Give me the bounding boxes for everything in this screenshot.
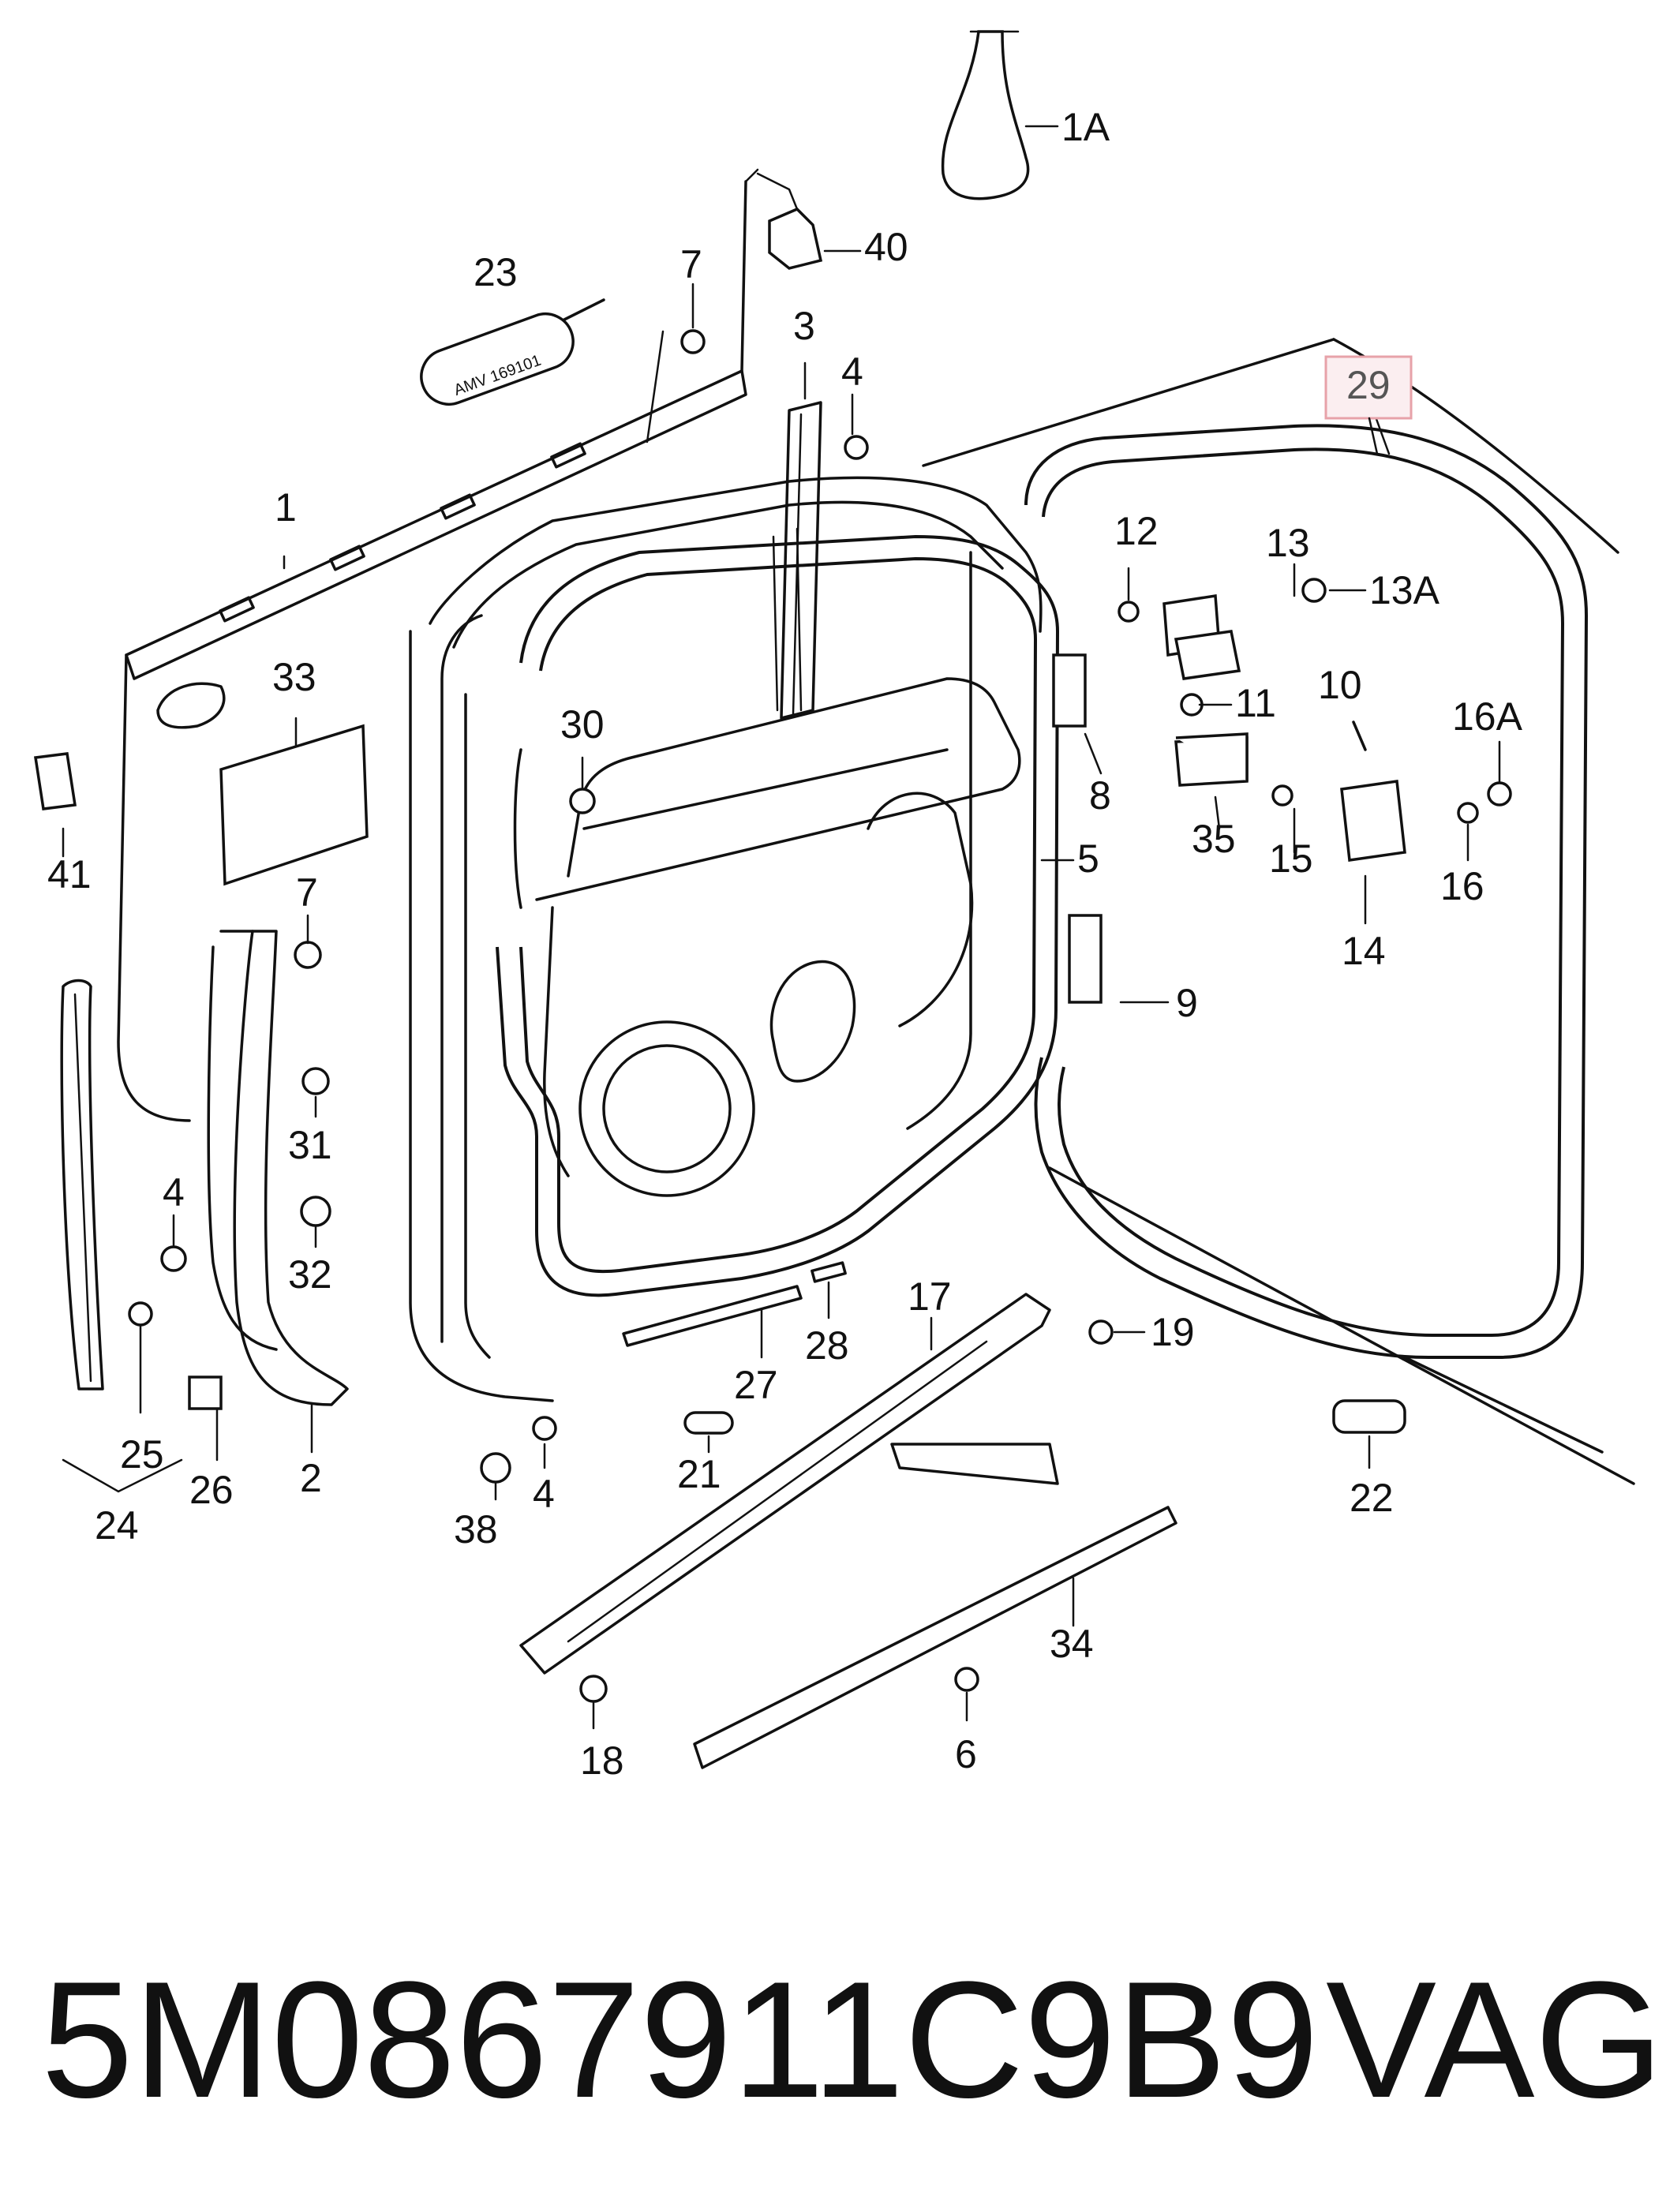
brand-name: VAG (1326, 1947, 1664, 2132)
callout-38: 38 (454, 1507, 498, 1551)
part-31-clip (301, 1067, 330, 1095)
callout-14: 14 (1342, 929, 1386, 973)
part-17-sill-reinforcement (519, 1293, 1059, 1675)
part-15-bolt (1271, 784, 1293, 807)
callout-32: 32 (288, 1252, 332, 1297)
part-41-clip (33, 752, 77, 810)
callout-33: 33 (272, 655, 316, 699)
part-22-plug (1332, 1399, 1406, 1434)
callout-22: 22 (1350, 1476, 1394, 1520)
part-40-clip (756, 172, 823, 270)
door-inner-panel (535, 527, 1021, 1197)
callout-17: 17 (908, 1274, 952, 1319)
callout-11: 11 (1235, 681, 1276, 725)
callout-31: 31 (288, 1123, 332, 1167)
callout-7b: 7 (296, 870, 318, 915)
callout-19: 19 (1151, 1310, 1195, 1354)
part-23-sealant-tube: AMV 169101 (420, 298, 605, 406)
door-seal-29 (1024, 424, 1589, 1359)
part-27-seal-strip (622, 1261, 847, 1347)
leader-lines (62, 125, 1501, 1730)
callout-18: 18 (580, 1739, 624, 1783)
callout-5: 5 (1077, 837, 1099, 881)
part-number: 5M0867911C9B9 (41, 1947, 1319, 2132)
highlight-box-29 (1324, 355, 1413, 420)
callout-labels: 1A 40 23 7 3 4 29 1 12 13 13A 33 30 8 11… (47, 105, 1523, 1783)
part-18-nut (579, 1675, 608, 1703)
callout-3: 3 (793, 304, 815, 348)
part-7b-screw (294, 941, 322, 969)
callout-15: 15 (1269, 837, 1313, 881)
part-13A-nut (1301, 578, 1327, 603)
callout-34: 34 (1050, 1622, 1094, 1666)
callout-16A: 16A (1452, 694, 1523, 739)
callout-6: 6 (955, 1732, 977, 1776)
part-21-plug (683, 1411, 734, 1435)
callout-4: 4 (841, 350, 863, 394)
part-25-clip (128, 1301, 153, 1327)
callout-12: 12 (1114, 509, 1159, 553)
callout-25: 25 (120, 1432, 164, 1477)
callout-1: 1 (275, 485, 297, 530)
part-30-plug (569, 788, 596, 814)
part-32-plug (300, 1196, 331, 1227)
body-outline (922, 338, 1635, 1485)
callout-24: 24 (95, 1503, 139, 1548)
part-4c-screw (532, 1416, 557, 1441)
callout-30: 30 (560, 702, 605, 747)
fasteners (33, 329, 1512, 1703)
callout-16: 16 (1440, 864, 1484, 908)
callout-26: 26 (189, 1468, 234, 1512)
callout-41: 41 (47, 852, 92, 896)
callout-4b: 4 (163, 1170, 185, 1215)
callout-8: 8 (1089, 773, 1111, 818)
part-35-pad (1175, 732, 1249, 781)
callout-9: 9 (1176, 981, 1198, 1025)
part-34-sill-trim (693, 1506, 1177, 1769)
callout-27: 27 (734, 1363, 778, 1407)
part-4b-screw (160, 1245, 187, 1272)
callout-4c: 4 (533, 1472, 555, 1516)
part-16-bolt (1457, 802, 1479, 824)
callout-13: 13 (1266, 521, 1310, 565)
part-24-a-pillar-seal (60, 979, 104, 1390)
part-26-clip (188, 1375, 223, 1410)
callout-21: 21 (677, 1452, 721, 1496)
callout-40: 40 (864, 225, 908, 269)
callout-7: 7 (680, 242, 702, 286)
callout-10: 10 (1318, 663, 1362, 707)
part-1-frame-trim (117, 168, 759, 1122)
part-3-pillar-strip (780, 401, 822, 720)
part-12-bolt (1118, 601, 1140, 623)
part-7-screw (680, 329, 706, 354)
part-16A-nut (1487, 781, 1512, 807)
callout-23: 23 (474, 250, 518, 294)
callout-13A: 13A (1369, 568, 1440, 612)
callout-1A: 1A (1061, 105, 1110, 149)
part-19-bolt (1088, 1319, 1114, 1345)
part-38-clip (480, 1452, 511, 1484)
callout-35: 35 (1192, 817, 1236, 861)
part-4-screw (844, 435, 869, 460)
door-shell-5 (409, 476, 1060, 1402)
callout-28: 28 (805, 1323, 849, 1368)
part-6-clip (954, 1667, 979, 1692)
callout-29: 29 (1346, 363, 1391, 407)
callout-2: 2 (300, 1456, 322, 1500)
part-1A-bag (941, 30, 1030, 200)
part-2-a-pillar-trim (207, 930, 349, 1406)
part-33-damping-mat (219, 724, 369, 886)
